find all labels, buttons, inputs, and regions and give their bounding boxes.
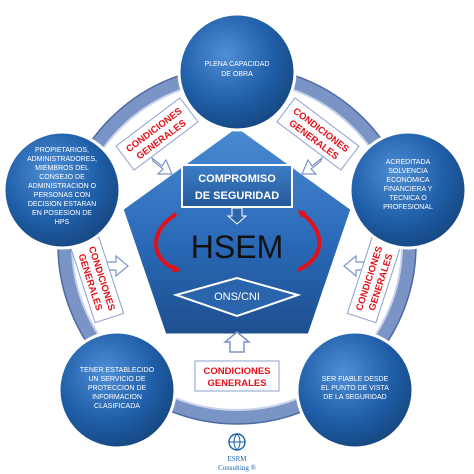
esrm-logo: ESRM Consulting ®	[218, 434, 256, 472]
node-bottom-right-line-2: EL PUNTO DE VISTA	[321, 385, 389, 392]
node-bottom-left-line-5: CLASIFICADA	[94, 403, 140, 410]
node-left: PROPIETARIOS, ADMINISTRADORES, MIEMBROS …	[4, 132, 120, 248]
node-left-line-1: PROPIETARIOS,	[35, 147, 89, 154]
arrow-top-right-icon	[302, 158, 322, 174]
node-left-line-7: DECISION ESTARAN	[28, 201, 96, 208]
node-top-line-1: PLENA CAPACIDAD	[205, 61, 270, 68]
node-bottom-left-line-4: INFORMACION	[92, 394, 142, 401]
node-right-line-3: ECONÓMICA	[386, 175, 430, 184]
logo-tagline: Consulting ®	[218, 464, 256, 472]
node-bottom-left: TENER ESTABLECIDO UN SERVICIO DE PROTECC…	[59, 332, 175, 448]
node-bottom-right-line-3: DE LA SEGURIDAD	[323, 394, 386, 401]
condition-bottom-line-2: GENERALES	[207, 378, 266, 389]
condition-bottom-line-1: CONDICIONES	[203, 366, 270, 377]
node-right-line-6: PROFESIONAL	[383, 204, 433, 211]
node-left-line-8: EN POSESION DE	[32, 210, 92, 217]
node-left-line-4: CONSEJO DE	[39, 174, 85, 181]
condition-bottom: CONDICIONES GENERALES	[195, 361, 279, 391]
compromiso-line-1: COMPROMISO	[198, 173, 276, 185]
node-bottom-left-line-3: PROTECCION DE	[88, 385, 147, 392]
node-left-line-5: ADMINISTRACION O	[28, 183, 97, 190]
node-left-line-3: MIEMBROS DEL	[35, 165, 89, 172]
node-bottom-right: SER FIABLE DESDE EL PUNTO DE VISTA DE LA…	[297, 332, 413, 448]
node-bottom-left-line-2: UN SERVICIO DE	[88, 376, 145, 383]
arrow-top-left-icon	[152, 158, 172, 174]
center-title: HSEM	[191, 229, 283, 265]
node-right-line-4: FINANCIERA Y	[384, 186, 433, 193]
node-left-line-6: PERSONAS CON	[34, 192, 90, 199]
compromiso-line-2: DE SEGURIDAD	[195, 190, 279, 202]
node-left-line-9: HPS	[55, 219, 70, 226]
node-right: ACREDITADA SOLVENCIA ECONÓMICA FINANCIER…	[350, 132, 466, 248]
node-top: PLENA CAPACIDAD DE OBRA	[179, 14, 295, 130]
node-bottom-left-line-1: TENER ESTABLECIDO	[80, 367, 155, 374]
ons-cni-label: ONS/CNI	[214, 291, 260, 303]
node-top-line-2: DE OBRA	[221, 71, 253, 78]
node-right-line-2: SOLVENCIA	[388, 168, 428, 175]
node-right-line-5: TECNICA O	[389, 195, 427, 202]
node-bottom-right-line-1: SER FIABLE DESDE	[322, 376, 389, 383]
logo-name: ESRM	[227, 455, 247, 463]
node-right-line-1: ACREDITADA	[386, 159, 431, 166]
node-left-line-2: ADMINISTRADORES,	[27, 156, 97, 163]
